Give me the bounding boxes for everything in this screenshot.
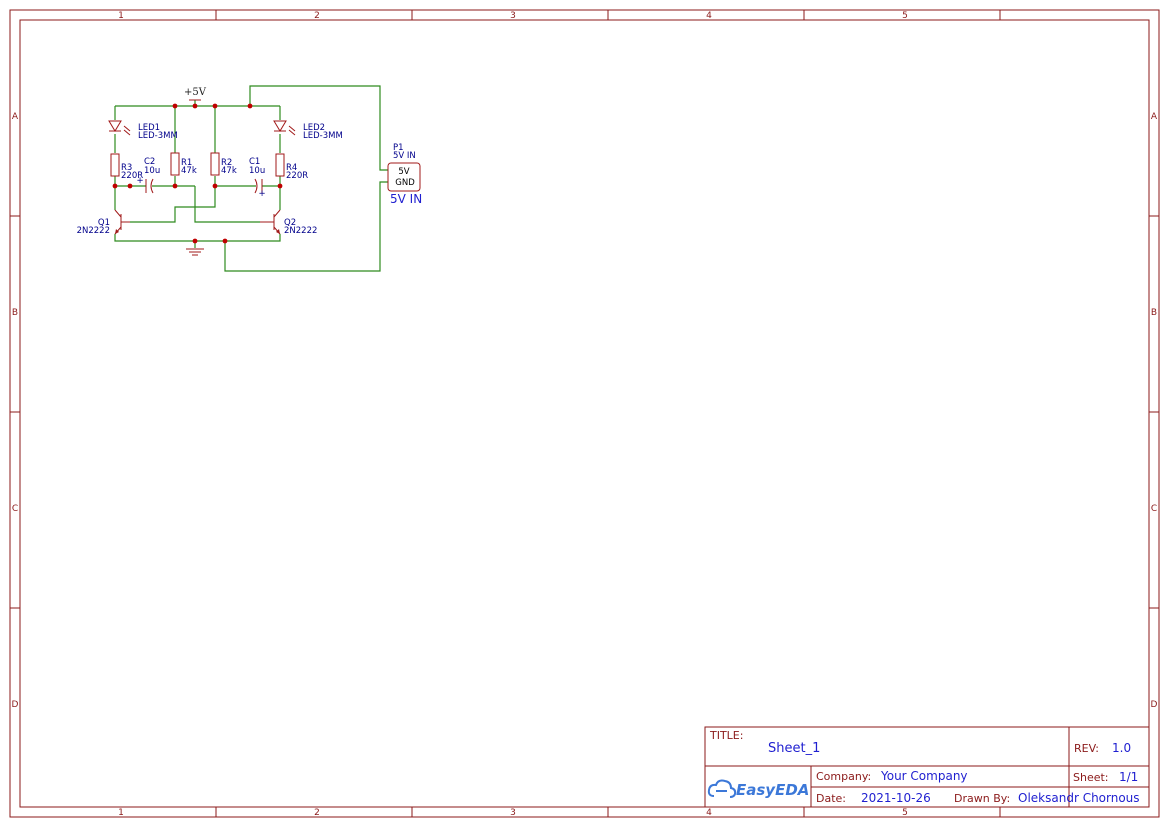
drawn-by-label: Drawn By:: [954, 792, 1010, 805]
title-block: TITLE: Sheet_1 REV: 1.0 EasyEDA Company:…: [704, 726, 1150, 808]
rev-label: REV:: [1074, 742, 1099, 755]
date-label: Date:: [816, 792, 846, 805]
col-label-top-3: 3: [510, 11, 516, 21]
r4-ref: R4: [286, 163, 297, 173]
q1-ref: Q1: [98, 218, 110, 228]
p1-pin-5v: 5V: [398, 167, 409, 177]
led2-ref: LED2: [303, 123, 325, 133]
led1-ref: LED1: [138, 123, 160, 133]
ground-icon: [186, 248, 204, 256]
led1: LED1 LED-3MM: [108, 120, 178, 141]
c2-ref: C2: [144, 157, 155, 167]
col-label-top-5: 5: [902, 11, 908, 21]
row-label-right-b: B: [1151, 308, 1157, 318]
row-label-right-d: D: [1151, 700, 1158, 710]
p1-value: 5V IN: [393, 151, 416, 161]
row-label-left-c: C: [12, 504, 18, 514]
sheet-value: 1/1: [1119, 770, 1138, 784]
title-value: Sheet_1: [768, 741, 820, 756]
r3-ref: R3: [121, 163, 132, 173]
row-label-right-c: C: [1151, 504, 1157, 514]
company-value: Your Company: [880, 769, 968, 783]
wires: [114, 85, 388, 272]
junctions: [112, 103, 283, 244]
col-label-bottom-4: 4: [706, 808, 712, 818]
q2-value: 2N2222: [284, 226, 317, 236]
row-label-left-d: D: [12, 700, 19, 710]
easyeda-logo: EasyEDA: [707, 779, 809, 799]
title-label: TITLE:: [709, 729, 743, 742]
col-label-top-4: 4: [706, 11, 712, 21]
r2-value: 47k: [221, 166, 237, 176]
r1-value: 47k: [181, 166, 197, 176]
power-symbol: +5V: [184, 87, 207, 101]
c1: + C1 10u: [249, 157, 266, 199]
sheet-frame: 1 2 3 4 5 1 2 3 4 5 A B C D A B C D: [9, 9, 1160, 818]
rev-value: 1.0: [1112, 741, 1131, 755]
c1-plus: +: [258, 189, 265, 199]
easyeda-logo-text: EasyEDA: [736, 781, 809, 799]
col-label-bottom-1: 1: [118, 808, 124, 818]
q2-ref: Q2: [284, 218, 296, 228]
r2: R2 47k: [210, 152, 237, 176]
row-label-left-b: B: [12, 308, 18, 318]
sheet-label: Sheet:: [1073, 771, 1109, 784]
outer-border: [9, 9, 1160, 818]
r1: R1 47k: [170, 152, 197, 176]
r2-ref: R2: [221, 158, 232, 168]
q1: Q1 2N2222: [77, 209, 130, 236]
r1-ref: R1: [181, 158, 192, 168]
power-label: +5V: [184, 87, 207, 98]
c2-value: 10u: [144, 166, 160, 176]
date-value: 2021-10-26: [861, 791, 931, 805]
net-label-5v-in: 5V IN: [390, 192, 422, 206]
c1-ref: C1: [249, 157, 260, 167]
col-label-bottom-2: 2: [314, 808, 320, 818]
r3-value: 220R: [121, 171, 143, 181]
connector-p1: P1 5V IN 5V GND 5V IN: [387, 143, 422, 206]
col-label-top-1: 1: [118, 11, 124, 21]
led2: LED2 LED-3MM: [273, 120, 343, 141]
led1-value: LED-3MM: [138, 131, 178, 141]
r3: R3 220R: [110, 153, 143, 181]
inner-border: [19, 19, 1150, 808]
led2-value: LED-3MM: [303, 131, 343, 141]
q2: Q2 2N2222: [260, 209, 317, 236]
p1-ref: P1: [393, 143, 404, 153]
c2: + C2 10u: [136, 157, 160, 194]
p1-pin-gnd: GND: [395, 178, 415, 188]
company-label: Company:: [816, 770, 871, 783]
q1-value: 2N2222: [77, 226, 110, 236]
row-label-left-a: A: [12, 112, 19, 122]
r4-value: 220R: [286, 171, 308, 181]
col-label-top-2: 2: [314, 11, 320, 21]
drawn-by-value: Oleksandr Chornous: [1018, 791, 1140, 805]
r4: R4 220R: [275, 153, 308, 181]
c1-value: 10u: [249, 166, 265, 176]
col-label-bottom-3: 3: [510, 808, 516, 818]
col-label-bottom-5: 5: [902, 808, 908, 818]
c2-plus: +: [136, 176, 143, 186]
row-label-right-a: A: [1151, 112, 1158, 122]
